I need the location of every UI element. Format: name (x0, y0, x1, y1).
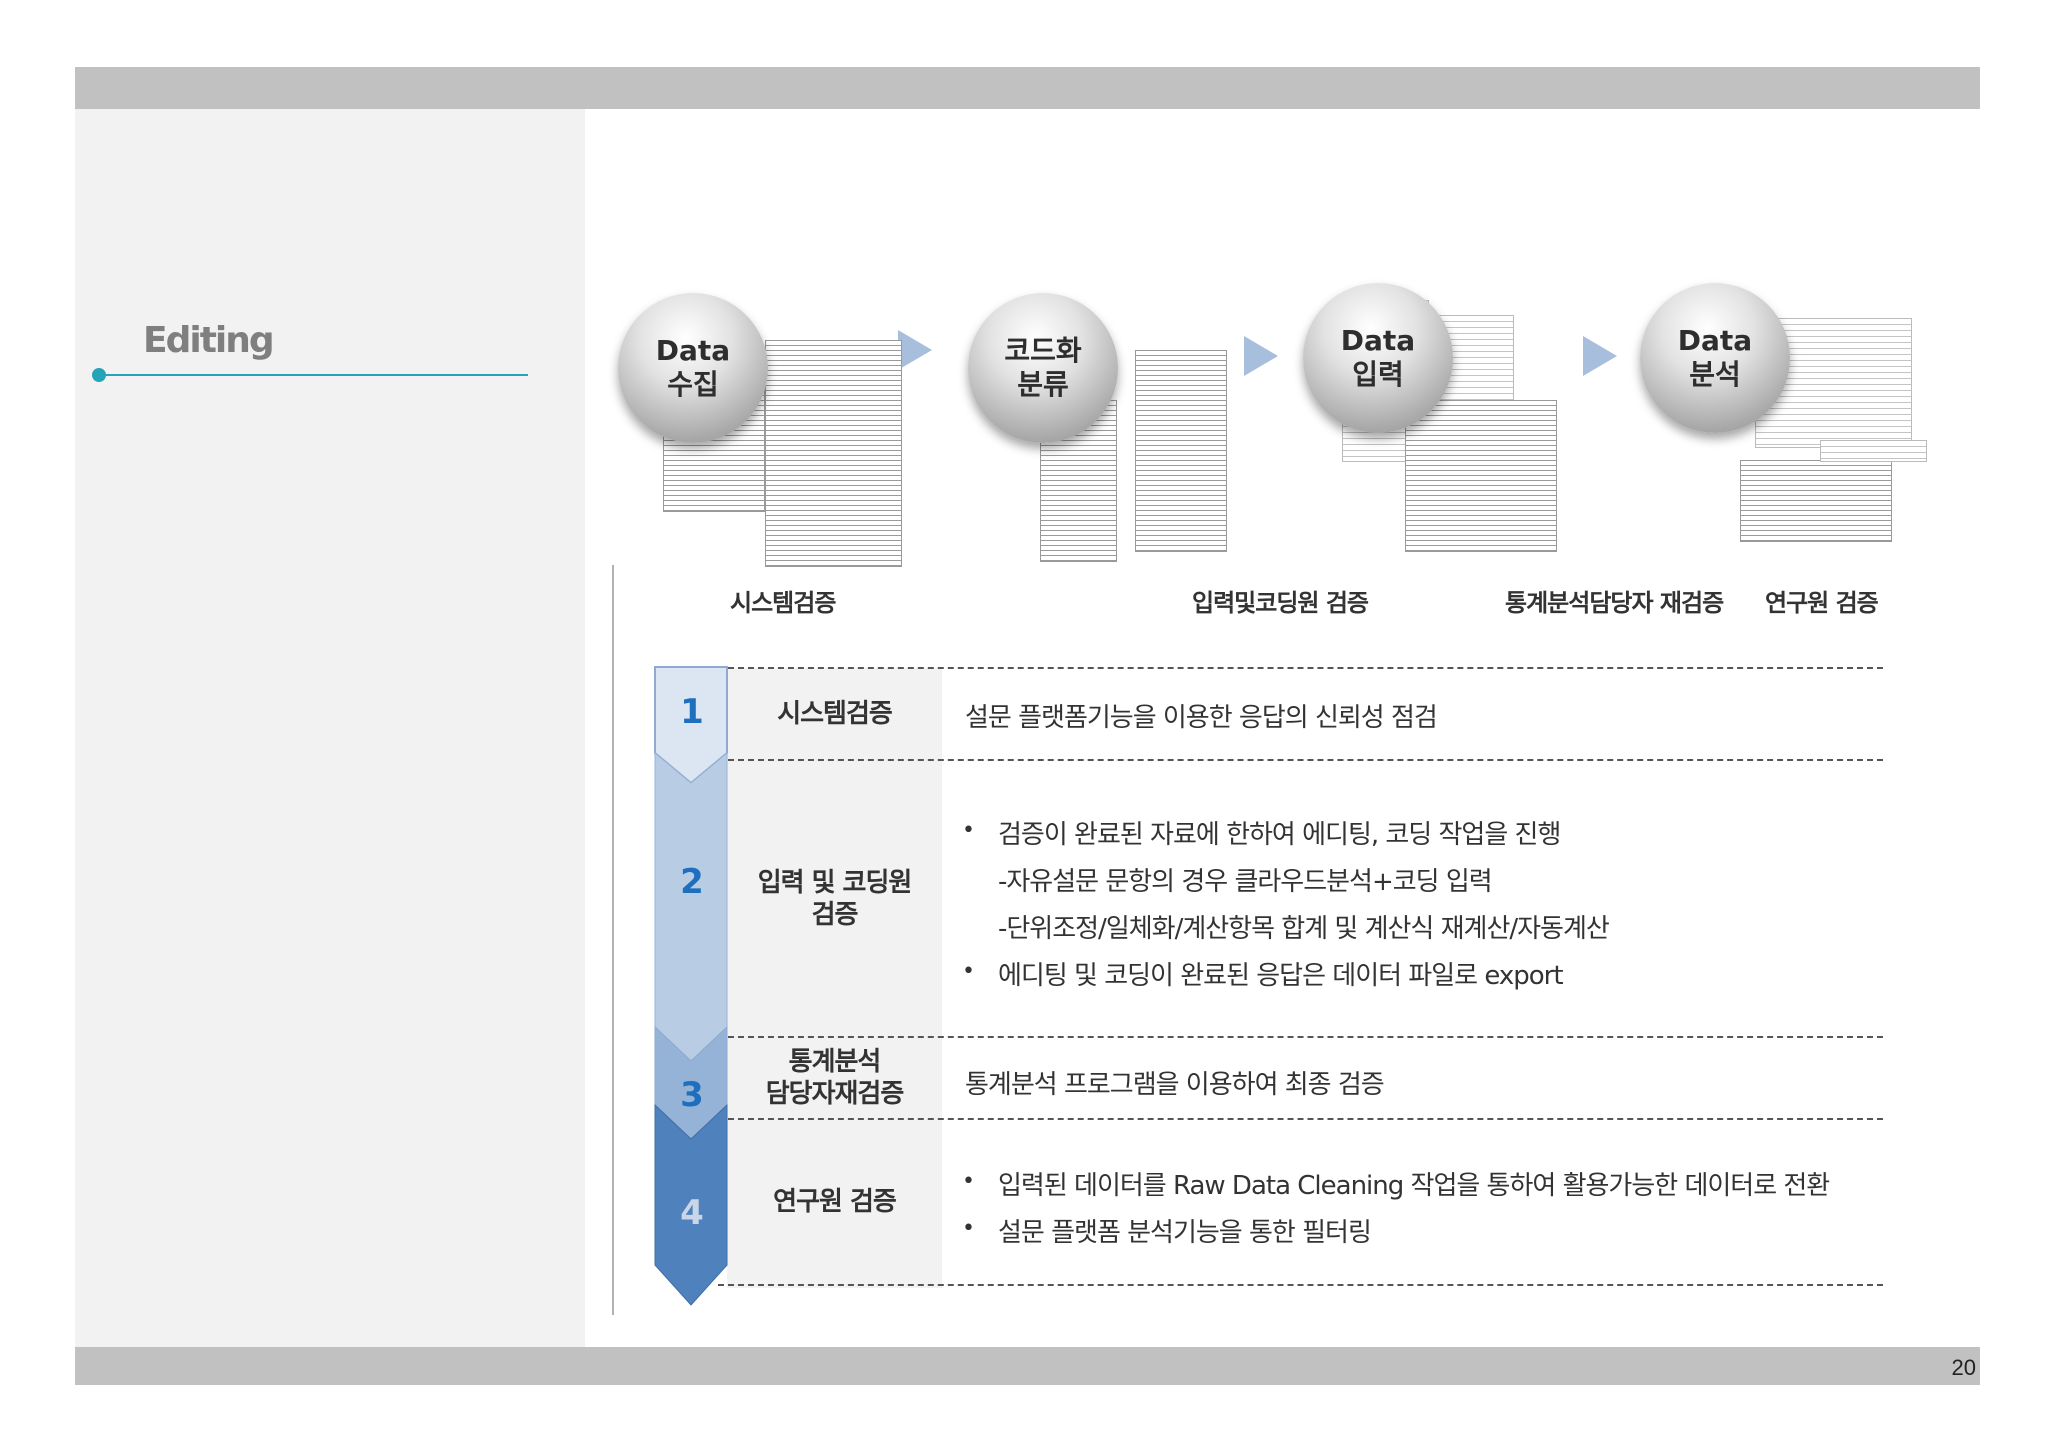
sidebar-panel (75, 109, 585, 1347)
process-step-label: 분류 (1017, 368, 1069, 401)
process-arrow-icon (1244, 336, 1278, 376)
document-thumbnail (1740, 460, 1892, 542)
document-thumbnail (1135, 350, 1227, 552)
document-thumbnail (1405, 400, 1557, 552)
process-step-data-analysis: Data 분석 (1640, 283, 1790, 433)
row-divider (718, 1284, 1883, 1286)
bullet-icon: • (962, 1216, 975, 1241)
footer-bar (75, 1347, 1980, 1385)
row-description: 통계분석 프로그램을 이용하여 최종 검증 (965, 1070, 1385, 1100)
step-chevrons (654, 666, 728, 1306)
process-step-coding: 코드화 분류 (968, 293, 1118, 443)
process-step-data-collection: Data 수집 (618, 293, 768, 443)
process-step-label: 코드화 (1004, 334, 1082, 367)
process-step-label: Data (655, 334, 731, 367)
header-bar (75, 67, 1980, 109)
process-step-label: 분석 (1689, 358, 1741, 391)
chevron-4 (654, 1103, 728, 1306)
section-underline (98, 374, 528, 376)
process-arrow-icon (898, 330, 932, 370)
page-number: 20 (1951, 1355, 1976, 1380)
row-label: 입력 및 코딩원 검증 (727, 761, 942, 1036)
document-thumbnail (765, 340, 902, 567)
process-step-label: 수집 (667, 368, 719, 401)
row-divider (728, 1036, 1883, 1038)
step-number: 1 (680, 692, 704, 732)
caption-coder-check: 입력및코딩원 검증 (1192, 589, 1369, 617)
content-divider (612, 565, 614, 1315)
process-arrow-icon (1583, 336, 1617, 376)
document-thumbnail (1432, 315, 1514, 412)
document-thumbnail (1820, 440, 1927, 462)
row-description: -자유설문 문항의 경우 클라우드분석+코딩 입력 (998, 867, 1493, 897)
chevron-2 (654, 751, 728, 1062)
caption-stat-recheck: 통계분석담당자 재검증 (1505, 589, 1724, 617)
caption-researcher-check: 연구원 검증 (1765, 589, 1879, 617)
row-label-line: 검증 (811, 899, 859, 930)
row-divider (728, 759, 1883, 761)
row-label-line: 연구원 검증 (773, 1187, 897, 1217)
bullet-icon: • (962, 818, 975, 843)
step-number: 2 (680, 862, 704, 902)
process-step-label: Data (1340, 324, 1416, 357)
bullet-icon: • (962, 1169, 975, 1194)
section-dot (92, 368, 106, 382)
row-description: 설문 플랫폼 분석기능을 통한 필터링 (998, 1218, 1372, 1248)
process-step-data-entry: Data 입력 (1303, 283, 1453, 433)
row-label: 연구원 검증 (727, 1120, 942, 1284)
row-label-line: 입력 및 코딩원 (757, 867, 913, 898)
row-label-line: 통계분석 (788, 1047, 882, 1077)
process-step-label: Data (1677, 324, 1753, 357)
step-number: 4 (680, 1193, 704, 1233)
row-label-line: 담당자재검증 (765, 1079, 905, 1109)
step-number: 3 (680, 1075, 704, 1115)
section-title: Editing (143, 320, 275, 361)
bullet-icon: • (962, 959, 975, 984)
row-description: 설문 플랫폼기능을 이용한 응답의 신뢰성 점검 (965, 703, 1438, 733)
row-description: -단위조정/일체화/계산항목 합계 및 계산식 재계산/자동계산 (998, 914, 1610, 944)
row-divider (728, 1118, 1883, 1120)
row-label-line: 시스템검증 (777, 699, 893, 729)
label-column (727, 668, 942, 1288)
caption-system-check: 시스템검증 (730, 589, 836, 617)
row-description: 입력된 데이터를 Raw Data Cleaning 작업을 통하여 활용가능한… (998, 1171, 1830, 1201)
process-step-label: 입력 (1352, 358, 1404, 391)
row-divider (728, 667, 1883, 669)
row-description: 에디팅 및 코딩이 완료된 응답은 데이터 파일로 export (998, 961, 1564, 991)
row-description: 검증이 완료된 자료에 한하여 에디팅, 코딩 작업을 진행 (998, 820, 1561, 850)
row-label: 시스템검증 (727, 669, 942, 759)
row-label: 통계분석 담당자재검증 (727, 1038, 942, 1118)
